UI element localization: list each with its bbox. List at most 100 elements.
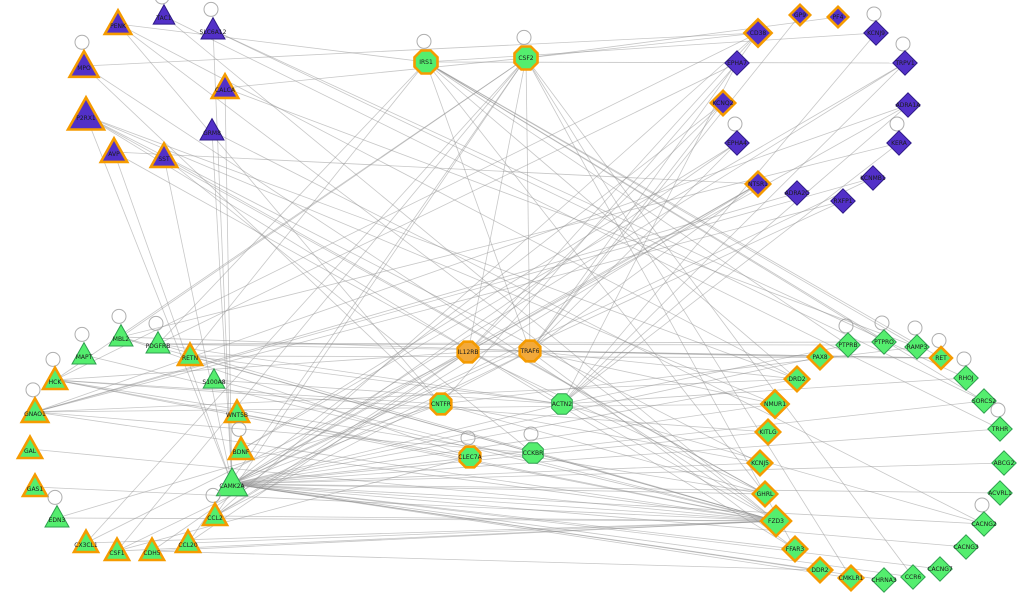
node-CNTFR[interactable]: CNTFR — [429, 392, 453, 416]
node-shape-triangle[interactable] — [222, 397, 252, 424]
edge — [120, 57, 527, 338]
node-TRAF6[interactable]: TRAF6 — [518, 339, 542, 363]
node-shape-diamond[interactable] — [759, 504, 793, 538]
node-shape-triangle[interactable] — [202, 367, 226, 389]
edge — [117, 23, 427, 63]
node-shape-triangle[interactable] — [44, 504, 70, 528]
node-shape-diamond[interactable] — [759, 388, 791, 420]
node-shape-triangle[interactable] — [19, 395, 51, 424]
node-shape-triangle[interactable] — [209, 71, 241, 100]
edge — [212, 29, 985, 402]
edge — [34, 200, 844, 413]
node-shape-diamond[interactable] — [895, 92, 921, 118]
node-shape-diamond[interactable] — [805, 555, 835, 585]
node-ACTN2[interactable]: ACTN2 — [551, 393, 573, 415]
node-TRPV1[interactable]: TRPV1 — [892, 36, 918, 76]
node-shape-triangle[interactable] — [102, 7, 134, 36]
node-shape-diamond[interactable] — [904, 334, 930, 360]
node-shape-diamond[interactable] — [830, 188, 856, 214]
node-shape-octagon[interactable] — [429, 392, 453, 416]
node-shape-diamond[interactable] — [805, 342, 835, 372]
node-shape-diamond[interactable] — [987, 480, 1013, 506]
node-shape-triangle[interactable] — [200, 500, 230, 527]
node-shape-triangle[interactable] — [137, 535, 167, 562]
node-shape-diamond[interactable] — [745, 448, 775, 478]
node-shape-diamond[interactable] — [971, 388, 997, 414]
node-shape-diamond[interactable] — [782, 364, 812, 394]
node-shape-triangle[interactable] — [215, 466, 249, 497]
node-shape-diamond[interactable] — [724, 50, 750, 76]
node-shape-triangle[interactable] — [200, 16, 226, 40]
node-shape-diamond[interactable] — [892, 50, 918, 76]
node-shape-diamond[interactable] — [863, 20, 889, 46]
edge — [525, 16, 839, 59]
node-shape-diamond[interactable] — [953, 534, 979, 560]
node-shape-octagon[interactable] — [413, 49, 439, 75]
edge — [425, 61, 766, 495]
node-shape-triangle[interactable] — [199, 117, 225, 141]
node-shape-diamond[interactable] — [927, 556, 953, 582]
edge — [211, 130, 985, 525]
node-shape-diamond[interactable] — [780, 534, 810, 564]
node-shape-octagon[interactable] — [456, 340, 480, 364]
edge — [34, 177, 874, 413]
node-shape-triangle[interactable] — [40, 364, 70, 391]
node-shape-triangle[interactable] — [173, 527, 203, 554]
node-IL12RB[interactable]: IL12RB — [456, 340, 480, 364]
node-shape-octagon[interactable] — [518, 339, 542, 363]
edge — [56, 517, 777, 522]
node-shape-triangle[interactable] — [148, 140, 180, 169]
node-shape-triangle[interactable] — [20, 471, 50, 498]
node-shape-diamond[interactable] — [886, 130, 912, 156]
edge — [212, 29, 967, 379]
node-shape-octagon[interactable] — [513, 45, 539, 71]
node-shape-triangle[interactable] — [145, 330, 171, 354]
node-shape-diamond[interactable] — [991, 450, 1017, 476]
node-shape-diamond[interactable] — [750, 479, 780, 509]
node-shape-triangle[interactable] — [65, 94, 107, 131]
edge — [214, 32, 759, 517]
node-shape-triangle[interactable] — [98, 135, 130, 164]
node-shape-diamond[interactable] — [953, 365, 979, 391]
node-shape-diamond[interactable] — [724, 130, 750, 156]
node-shape-triangle[interactable] — [152, 3, 176, 25]
node-shape-diamond[interactable] — [928, 345, 954, 371]
node-shape-diamond[interactable] — [742, 17, 774, 49]
node-shape-triangle[interactable] — [226, 434, 256, 461]
node-shape-diamond[interactable] — [835, 332, 861, 358]
node-shape-diamond[interactable] — [787, 2, 813, 28]
node-shape-triangle[interactable] — [175, 340, 205, 367]
node-shape-diamond[interactable] — [987, 416, 1013, 442]
node-shape-triangle[interactable] — [71, 341, 97, 365]
node-shape-diamond[interactable] — [743, 169, 773, 199]
edge — [231, 403, 563, 485]
node-shape-diamond[interactable] — [753, 417, 783, 447]
node-shape-diamond[interactable] — [971, 511, 997, 537]
node-shape-triangle[interactable] — [102, 535, 132, 562]
node-shape-diamond[interactable] — [708, 88, 738, 118]
edge — [113, 151, 233, 485]
node-shape-octagon[interactable] — [551, 393, 573, 415]
node-shape-triangle[interactable] — [108, 323, 134, 347]
node-shape-diamond[interactable] — [860, 165, 886, 191]
node-shape-triangle[interactable] — [67, 48, 101, 79]
node-shape-diamond[interactable] — [871, 567, 897, 593]
node-shape-octagon[interactable] — [522, 442, 544, 464]
edge — [187, 57, 527, 544]
self-loop — [25, 382, 41, 398]
node-shape-triangle[interactable] — [71, 527, 101, 554]
node-shape-diamond[interactable] — [900, 564, 926, 590]
node-shape-octagon[interactable] — [458, 445, 482, 469]
self-loop — [727, 116, 743, 132]
edge — [231, 483, 967, 548]
node-shape-diamond[interactable] — [825, 4, 851, 30]
node-shape-diamond[interactable] — [784, 180, 810, 206]
edge — [467, 32, 759, 353]
node-shape-diamond[interactable] — [836, 563, 866, 593]
node-shape-triangle[interactable] — [15, 433, 45, 460]
node-shape-diamond[interactable] — [871, 329, 897, 355]
edge — [34, 378, 798, 413]
